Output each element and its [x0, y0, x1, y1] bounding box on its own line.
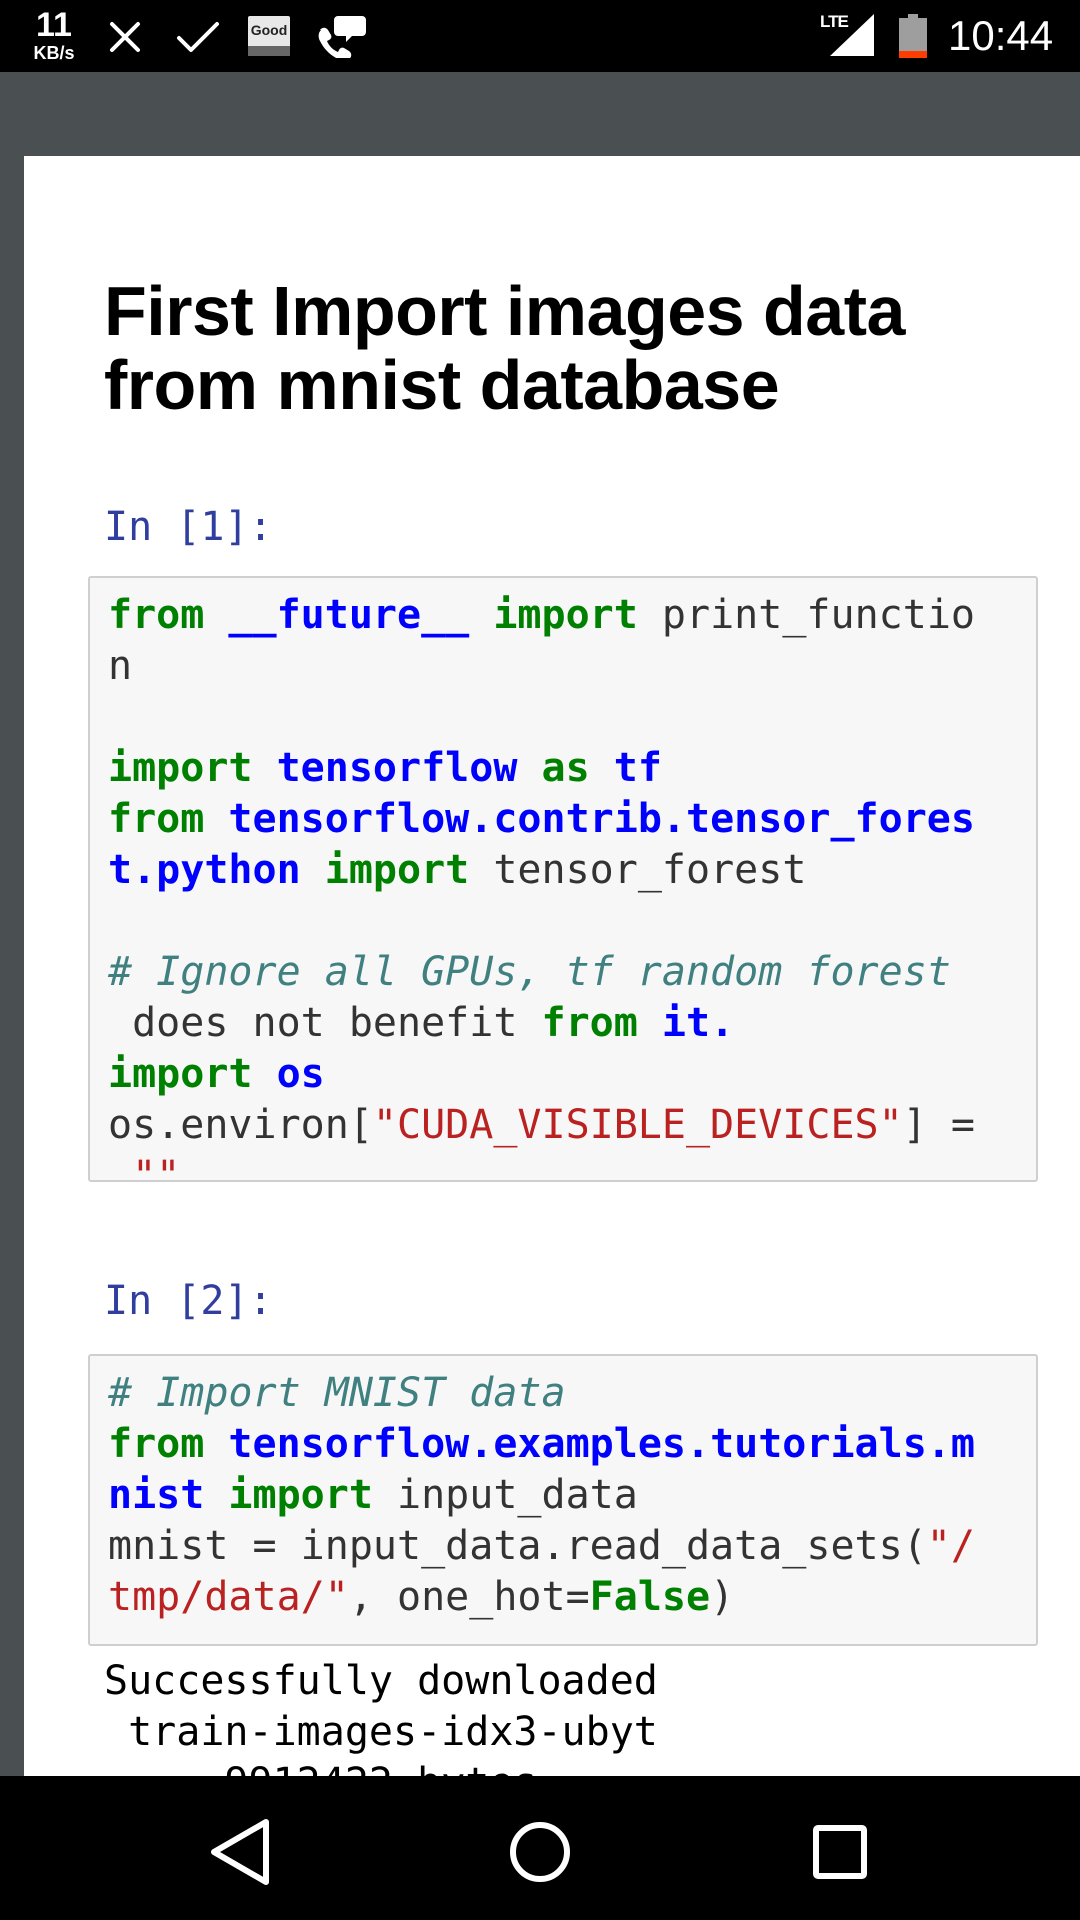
code-line: nist import input_data [108, 1472, 638, 1518]
notebook-page[interactable]: First Import images data from mnist data… [24, 156, 1080, 1776]
code-line: from tensorflow.examples.tutorials.m [108, 1421, 975, 1467]
network-type: LTE [820, 12, 849, 31]
code-line: n [108, 643, 133, 689]
code-block-2: # Import MNIST data from tensorflow.exam… [90, 1356, 1036, 1623]
code-line: does not benefit from it. [108, 1000, 735, 1046]
code-cell-2[interactable]: # Import MNIST data from tensorflow.exam… [88, 1354, 1038, 1646]
battery-icon [899, 14, 927, 58]
cell-output: Successfully downloaded train-images-idx… [104, 1656, 658, 1776]
phone-chat-icon [318, 16, 366, 58]
cell-prompt-1: In [1]: [104, 504, 273, 550]
code-cell-1[interactable]: from __future__ import print_functio n i… [88, 576, 1038, 1199]
network-speed-value: 11 [36, 6, 72, 44]
status-bar: 11 KB/s Good LTE 10:44 [0, 0, 1080, 72]
code-line: import tensorflow as tf [108, 745, 662, 791]
signal-icon [830, 14, 874, 56]
code-line: import os [108, 1051, 325, 1097]
good-app-label: Good [250, 22, 288, 38]
page-title: First Import images data from mnist data… [104, 272, 905, 424]
code-line: mnist = input_data.read_data_sets("/ [108, 1523, 975, 1569]
code-line: os.environ["CUDA_VISIBLE_DEVICES"] = [108, 1102, 975, 1148]
code-line: "" [132, 1153, 181, 1199]
app-bar [0, 72, 1080, 156]
code-line: from tensorflow.contrib.tensor_fores [108, 796, 975, 842]
code-line: tmp/data/", one_hot=False) [108, 1574, 735, 1620]
code-block-1: from __future__ import print_functio n i… [90, 578, 1036, 1202]
check-icon [177, 22, 219, 52]
cell-prompt-2: In [2]: [104, 1278, 273, 1324]
code-line: t.python import tensor_forest [108, 847, 807, 893]
network-speed-unit: KB/s [33, 43, 75, 63]
recents-square-icon[interactable] [800, 1812, 880, 1892]
output-line: Successfully downloaded [104, 1658, 658, 1704]
home-circle-icon[interactable] [500, 1812, 580, 1892]
output-line: 9912422 bytes. [104, 1760, 561, 1776]
clock: 10:44 [948, 12, 1054, 59]
code-line: from __future__ import print_functio [108, 592, 975, 638]
code-line: # Import MNIST data [108, 1370, 566, 1416]
code-line: # Ignore all GPUs, tf random forest [108, 949, 951, 995]
network-speed: 11 KB/s [26, 8, 82, 62]
navigation-bar [0, 1776, 1080, 1920]
close-icon [110, 22, 140, 52]
output-line: train-images-idx3-ubyt [104, 1709, 658, 1755]
good-app-icon: Good [248, 16, 290, 56]
back-triangle-icon[interactable] [200, 1812, 280, 1892]
